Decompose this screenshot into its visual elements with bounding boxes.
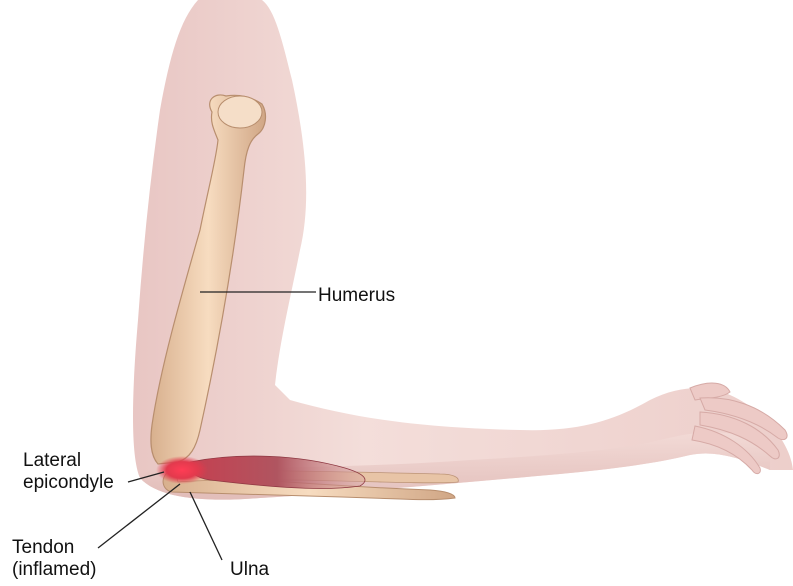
lateral-epicondyle-line2: epicondyle [23,472,114,494]
tendon-label-line2: (inflamed) [12,559,96,581]
humerus-head [218,96,262,128]
humerus-label-text: Humerus [318,285,395,307]
inflamed-tendon [156,456,208,484]
ulna-label: Ulna [230,559,269,581]
tendon-label: Tendon (inflamed) [12,537,96,581]
lateral-epicondyle-label: Lateral epicondyle [23,450,114,494]
humerus-label: Humerus [318,285,395,307]
tendon-label-line1: Tendon [12,537,96,559]
ulna-label-text: Ulna [230,559,269,581]
lateral-epicondyle-line1: Lateral [23,450,114,472]
ulna-leader [190,492,222,560]
